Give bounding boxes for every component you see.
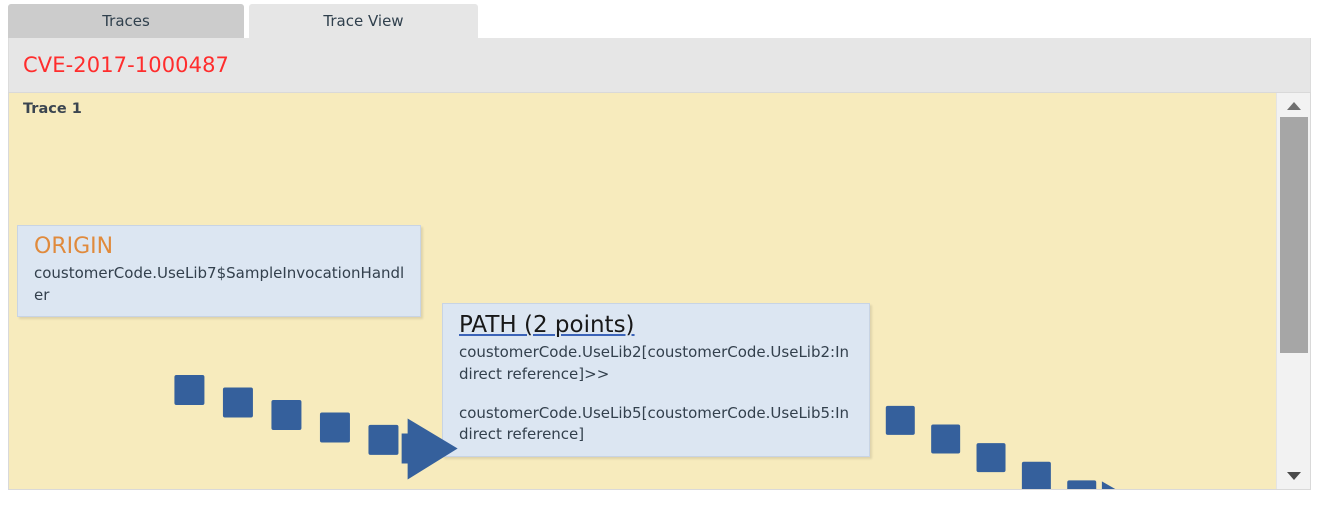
tab-trace-view[interactable]: Trace View [249,4,478,38]
trace-canvas-container: Trace 1 ORIGIN coustomerCode.UseLib7$Sam… [8,92,1311,490]
origin-node-title: ORIGIN [34,234,114,259]
scroll-down-button[interactable] [1277,463,1310,489]
path-point: coustomerCode.UseLib5[coustomerCode.UseL… [459,404,850,444]
origin-node-body: coustomerCode.UseLib7$SampleInvocationHa… [34,264,405,304]
scrollbar-thumb[interactable] [1280,117,1308,353]
triangle-down-icon [1286,472,1301,480]
cve-id-label: CVE-2017-1000487 [23,53,230,77]
trace-title: Trace 1 [23,101,82,117]
tab-bar: Traces Trace View [0,0,1319,38]
scroll-up-button[interactable] [1277,93,1310,119]
path-node-title[interactable]: PATH (2 points) [459,312,635,338]
trace-canvas: Trace 1 ORIGIN coustomerCode.UseLib7$Sam… [9,93,1276,489]
tab-traces[interactable]: Traces [8,4,244,38]
origin-node[interactable]: ORIGIN coustomerCode.UseLib7$SampleInvoc… [17,225,421,317]
dashed-arrow-path-to-target-icon [881,391,1161,489]
triangle-up-icon [1286,102,1301,110]
cve-header-bar: CVE-2017-1000487 [8,38,1311,92]
path-point: coustomerCode.UseLib2[coustomerCode.UseL… [459,343,850,383]
dashed-arrow-origin-to-path-icon [169,345,458,480]
path-node[interactable]: PATH (2 points) coustomerCode.UseLib2[co… [442,303,870,457]
vertical-scrollbar[interactable] [1276,93,1310,489]
